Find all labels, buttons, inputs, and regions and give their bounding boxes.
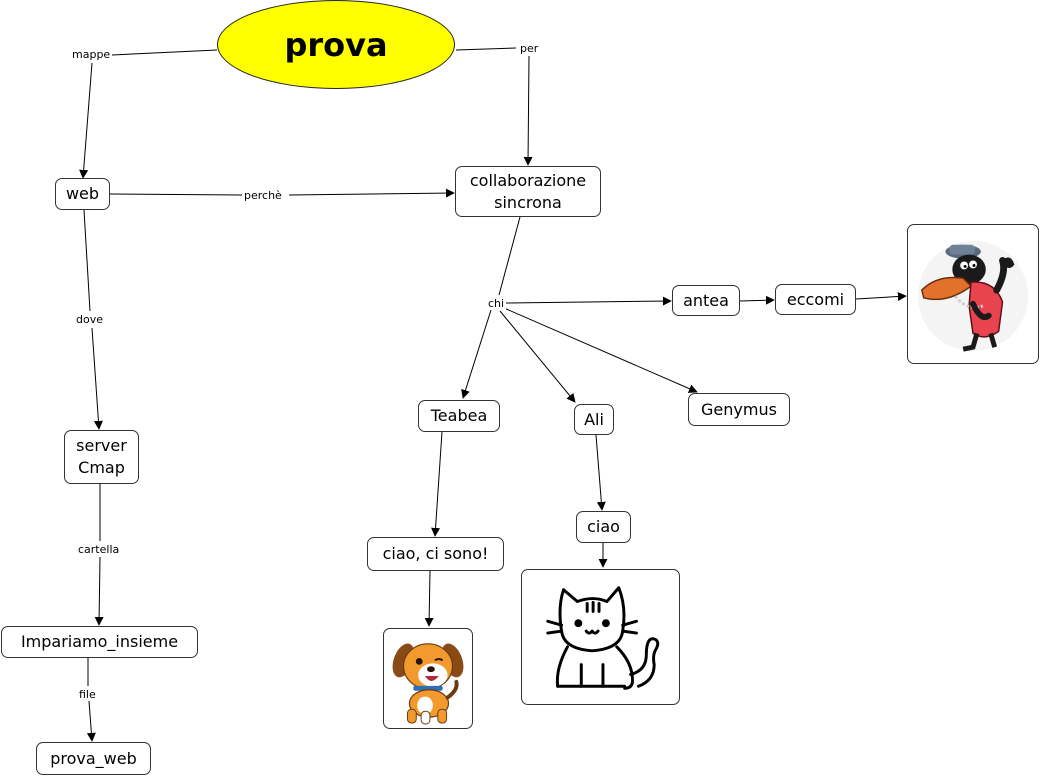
cat-line-drawing-icon xyxy=(546,586,660,690)
duck-illustration-icon xyxy=(917,240,1029,352)
link-label-perche: perchè xyxy=(242,189,284,202)
root-concept-prova[interactable]: prova xyxy=(217,0,455,89)
concept-ciao-ci-sono[interactable]: ciao, ci sono! xyxy=(367,537,504,571)
link-label-chi: chi xyxy=(486,297,507,310)
concept-impariamo-insieme[interactable]: Impariamo_insieme xyxy=(1,626,198,658)
dog-image[interactable] xyxy=(383,628,473,729)
concept-antea[interactable]: antea xyxy=(672,285,740,316)
concept-eccomi[interactable]: eccomi xyxy=(775,284,856,315)
concept-ali[interactable]: Ali xyxy=(574,404,614,435)
concept-server-cmap[interactable]: server Cmap xyxy=(64,430,139,484)
duck-image[interactable] xyxy=(907,224,1039,364)
puppy-illustration-icon xyxy=(392,643,464,725)
link-label-cartella: cartella xyxy=(76,543,122,556)
concept-genymus[interactable]: Genymus xyxy=(688,393,790,426)
cat-image[interactable] xyxy=(521,569,680,705)
concept-ciao[interactable]: ciao xyxy=(576,511,631,543)
link-label-file: file xyxy=(77,688,98,701)
concept-collaborazione-sincrona[interactable]: collaborazione sincrona xyxy=(455,166,601,217)
concept-web[interactable]: web xyxy=(55,178,110,210)
concept-teabea[interactable]: Teabea xyxy=(418,400,500,432)
concept-prova-web[interactable]: prova_web xyxy=(36,742,151,775)
link-label-mappe: mappe xyxy=(70,48,113,61)
link-label-per: per xyxy=(518,42,541,55)
link-label-dove: dove xyxy=(74,313,105,326)
